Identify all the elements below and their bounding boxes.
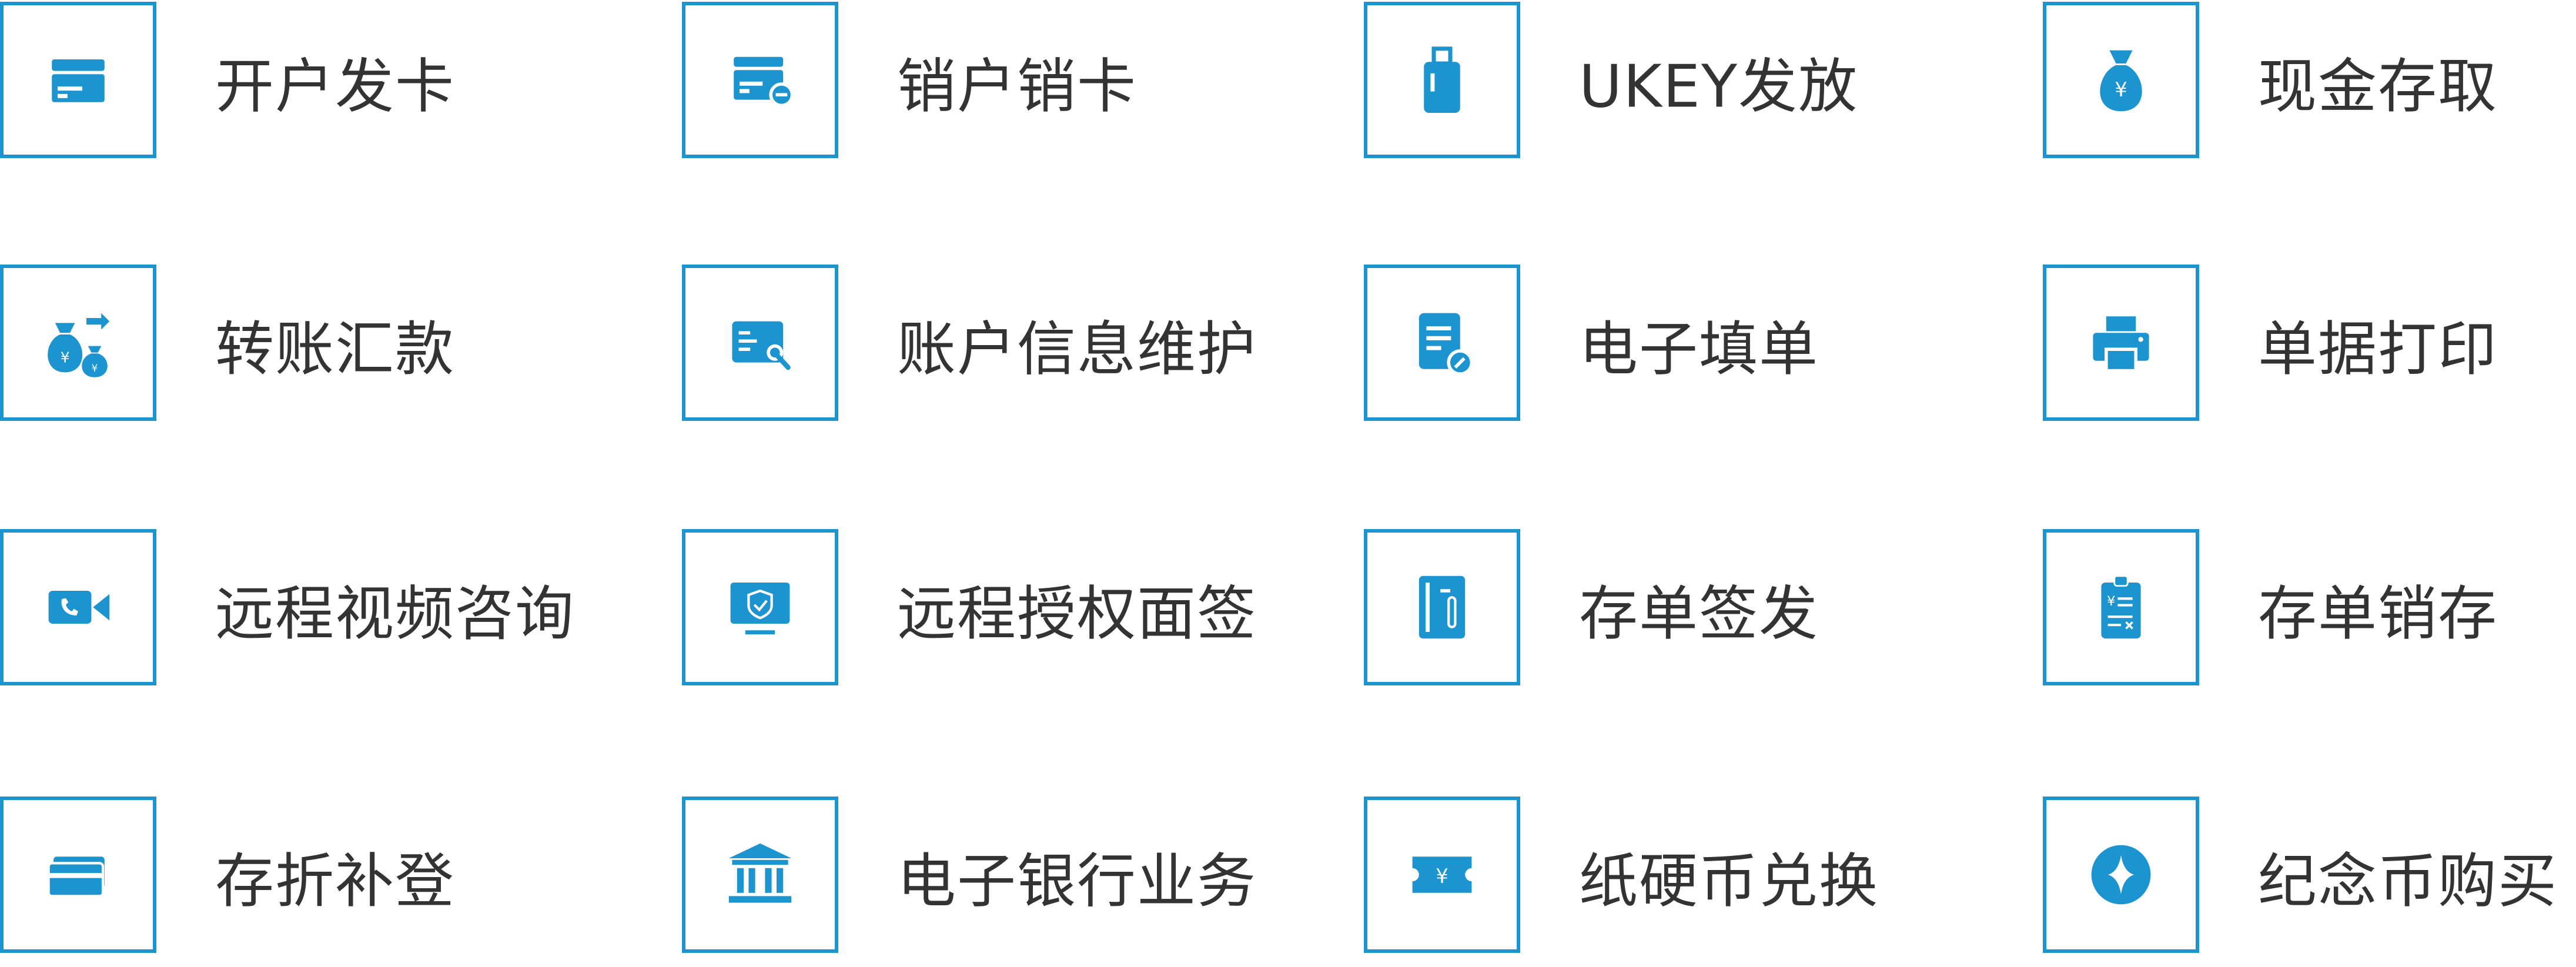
service-icon-box[interactable] (1364, 529, 1520, 685)
service-icon-box[interactable] (682, 265, 838, 421)
service-label: 转账汇款 (215, 314, 455, 384)
commemorative-coin-icon (2091, 845, 2151, 905)
service-tile[interactable]: 远程视频咨询 (0, 529, 574, 688)
service-icon-box[interactable] (682, 529, 838, 685)
service-tile[interactable]: ¥ 现金存取 (2043, 2, 2497, 160)
service-tile[interactable]: 存单签发 (1364, 529, 1818, 688)
service-icon-box[interactable] (1364, 265, 1520, 421)
account-maintain-icon (732, 321, 791, 370)
service-tile[interactable]: UKEY发放 (1364, 2, 1857, 160)
money-bag-icon: ¥ (2100, 50, 2142, 112)
service-tile[interactable]: 开户发卡 (0, 2, 454, 160)
service-label: 存单签发 (1579, 579, 1819, 648)
e-form-icon (1419, 313, 1474, 376)
service-tile[interactable]: 账户信息维护 (682, 265, 1256, 423)
service-icon-box[interactable] (2043, 265, 2199, 421)
service-icon-box[interactable] (682, 797, 838, 953)
service-label: 电子填单 (1579, 314, 1819, 384)
remote-authorize-icon (730, 583, 790, 635)
ukey-icon (1424, 46, 1460, 113)
service-tile[interactable]: ¥ 存单销存 (2043, 529, 2497, 688)
svg-text:¥: ¥ (2115, 78, 2127, 101)
svg-text:¥: ¥ (2107, 594, 2115, 609)
service-label: 纪念币购买 (2258, 846, 2558, 916)
coin-exchange-icon: ¥ (1412, 856, 1472, 893)
service-tile[interactable]: 电子填单 (1364, 265, 1818, 423)
service-label: 存折补登 (215, 846, 455, 916)
service-icon-box[interactable]: ¥ (2043, 529, 2199, 685)
svg-text:¥: ¥ (61, 349, 70, 366)
service-icon-box[interactable]: ¥ (1364, 797, 1520, 953)
service-tile[interactable]: 电子银行业务 (682, 797, 1256, 955)
service-label: 远程授权面签 (897, 579, 1257, 648)
video-call-icon (48, 591, 110, 624)
service-tile[interactable]: 存折补登 (0, 797, 454, 955)
service-label: 现金存取 (2258, 52, 2498, 121)
service-tile[interactable]: 纪念币购买 (2043, 797, 2557, 955)
transfer-money-icon: ¥¥ (48, 313, 110, 377)
service-icon-box[interactable]: ¥¥ (0, 265, 156, 421)
service-label: 存单销存 (2258, 579, 2498, 648)
service-tile[interactable]: ¥ 纸硬币兑换 (1364, 797, 1878, 955)
service-icon-box[interactable] (0, 2, 156, 158)
passbook-icon (47, 856, 105, 898)
svg-text:¥: ¥ (1436, 865, 1448, 888)
service-icon-box[interactable] (682, 2, 838, 158)
service-icon-box[interactable]: ¥ (2043, 2, 2199, 158)
service-icon-box[interactable] (2043, 797, 2199, 953)
service-icon-box[interactable] (0, 797, 156, 953)
bank-icon (728, 843, 792, 903)
card-remove-icon (734, 56, 794, 108)
service-tile[interactable]: 销户销卡 (682, 2, 1136, 160)
service-label: 远程视频咨询 (215, 579, 575, 648)
service-tile[interactable]: 远程授权面签 (682, 529, 1256, 688)
card-icon (52, 59, 105, 102)
service-icon-box[interactable] (1364, 2, 1520, 158)
service-label: 电子银行业务 (897, 846, 1257, 916)
service-label: UKEY发放 (1579, 52, 1859, 121)
service-tile[interactable]: 单据打印 (2043, 265, 2497, 423)
service-label: 开户发卡 (215, 52, 455, 121)
service-label: 账户信息维护 (897, 314, 1257, 384)
deposit-issue-icon (1419, 575, 1466, 639)
service-label: 销户销卡 (897, 52, 1137, 121)
service-label: 单据打印 (2258, 314, 2498, 384)
service-icon-box[interactable] (0, 529, 156, 685)
svg-text:¥: ¥ (92, 362, 98, 374)
service-label: 纸硬币兑换 (1579, 846, 1879, 916)
service-tile[interactable]: ¥¥转账汇款 (0, 265, 454, 423)
printer-icon (2093, 316, 2149, 371)
deposit-cancel-icon: ¥ (2101, 575, 2141, 639)
